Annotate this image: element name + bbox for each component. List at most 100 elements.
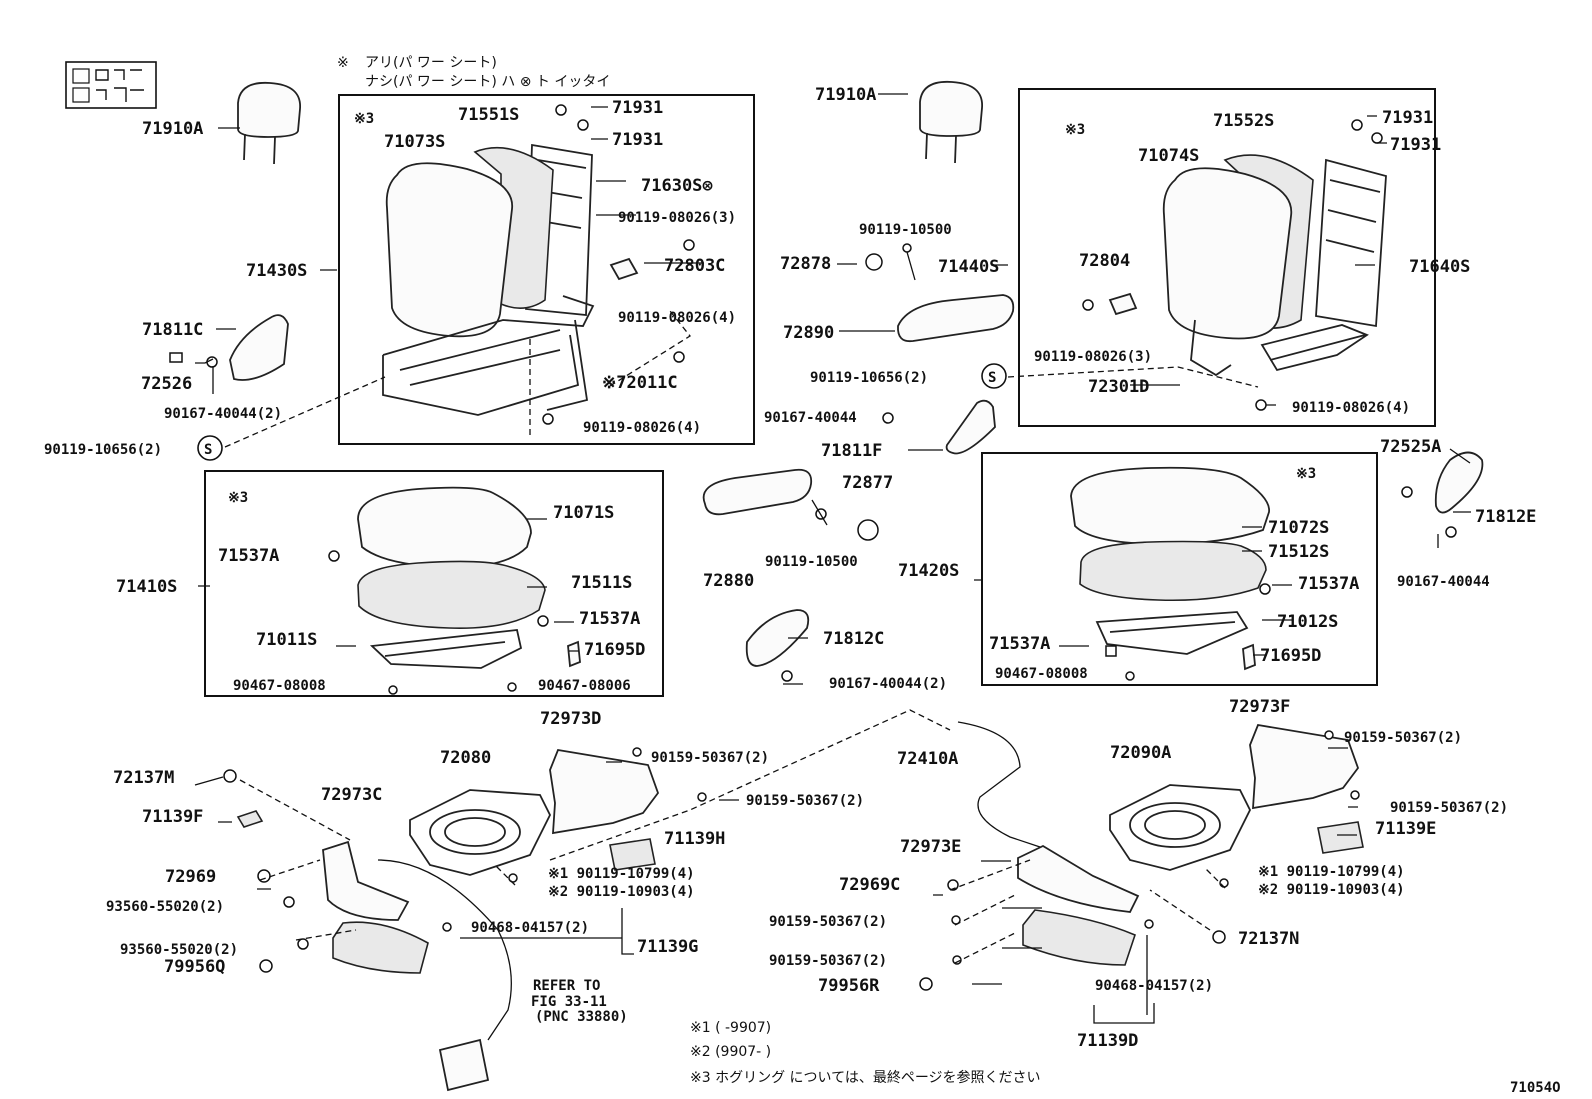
callout-90468-04157-2-b: 90468-04157(2) xyxy=(1095,978,1213,994)
callout-71073S: 71073S xyxy=(384,132,445,152)
headrest-right xyxy=(919,80,983,164)
callout-72080: 72080 xyxy=(440,748,491,768)
callout-71139E: 71139E xyxy=(1375,819,1436,839)
callout-90119-10903-4-a: ※2 90119-10903(4) xyxy=(548,884,695,900)
header-note-line1: アリ(パ ワー シート) xyxy=(365,55,497,71)
seatback-assembly-right xyxy=(1162,154,1387,377)
cover-71139D xyxy=(1022,909,1136,966)
callout-72973C: 72973C xyxy=(321,785,382,805)
cover-71139E xyxy=(1317,821,1364,854)
callout-72969: 72969 xyxy=(165,867,216,887)
connector-icon xyxy=(438,1038,490,1092)
recliner-cover-71811F xyxy=(945,399,996,455)
callout-72525A: 72525A xyxy=(1380,437,1441,457)
callout-71537A-a: 71537A xyxy=(218,546,279,566)
s-symbol-left-icon: S xyxy=(197,435,223,461)
mark3-b: ※3 xyxy=(1065,122,1085,138)
callout-90119-10500-b: 90119-10500 xyxy=(765,554,858,570)
callout-72803C: 72803C xyxy=(664,256,725,276)
callout-79956Q: 79956Q xyxy=(164,957,225,977)
callout-79956R: 79956R xyxy=(818,976,880,996)
callout-90119-08026-4-b: 90119-08026(4) xyxy=(583,420,701,436)
left-seatback-group-box xyxy=(338,94,755,445)
callout-72090A: 72090A xyxy=(1110,743,1171,763)
callout-90119-08026-3-a: 90119-08026(3) xyxy=(618,210,736,226)
seat-track-assembly-72080 xyxy=(409,789,552,876)
callout-71551S: 71551S xyxy=(458,105,519,125)
callout-71910A-left: 71910A xyxy=(142,119,203,139)
callout-71410S: 71410S xyxy=(116,577,177,597)
callout-72410A: 72410A xyxy=(897,749,958,769)
callout-90119-10656-2-a: 90119-10656(2) xyxy=(44,442,162,458)
callout-72969C: 72969C xyxy=(839,875,900,895)
svg-text:S: S xyxy=(204,442,212,458)
callout-71910A-right: 71910A xyxy=(815,85,876,105)
callout-71072S: 71072S xyxy=(1268,518,1329,538)
callout-72137N: 72137N xyxy=(1238,929,1299,949)
callout-90119-10903-4-b: ※2 90119-10903(4) xyxy=(1258,882,1405,898)
callout-71071S: 71071S xyxy=(553,503,614,523)
callout-90159-50367-2-d: 90159-50367(2) xyxy=(1390,800,1508,816)
callout-71537A-c: 71537A xyxy=(1298,574,1359,594)
callout-90467-08008-a: 90467-08008 xyxy=(233,678,326,694)
callout-72973D: 72973D xyxy=(540,709,601,729)
cover-72973F xyxy=(1249,723,1360,810)
refer-line2: FIG 33-11 xyxy=(531,994,607,1010)
callout-71139D: 71139D xyxy=(1077,1031,1138,1051)
callout-71440S: 71440S xyxy=(938,257,999,277)
leader-lines xyxy=(194,93,1471,1024)
callout-71012S: 71012S xyxy=(1277,612,1338,632)
callout-71139F: 71139F xyxy=(142,807,203,827)
index-thumbnail-icon xyxy=(65,61,157,109)
headrest-left xyxy=(237,81,301,165)
callout-71811F: 71811F xyxy=(821,441,882,461)
cover-71139G xyxy=(332,921,429,974)
callout-90119-10799-4-b: ※1 90119-10799(4) xyxy=(1258,864,1405,880)
callout-90159-50367-2-e: 90159-50367(2) xyxy=(769,914,887,930)
callout-71074S: 71074S xyxy=(1138,146,1199,166)
callout-90119-10500-a: 90119-10500 xyxy=(859,222,952,238)
callout-71931-b: 71931 xyxy=(612,130,663,150)
callout-90119-08026-3-b: 90119-08026(3) xyxy=(1034,349,1152,365)
callout-72973F: 72973F xyxy=(1229,697,1290,717)
callout-71011S: 71011S xyxy=(256,630,317,650)
footnote-3: ※3 ホグリング については、最終ページを参照ください xyxy=(690,1069,1041,1086)
recliner-cover-71811C xyxy=(229,314,289,381)
cover-71139H xyxy=(609,838,656,871)
callout-71931-a: 71931 xyxy=(612,98,663,118)
footnote-2: ※2 (9907- ) xyxy=(690,1044,771,1060)
callout-90167-40044-a: 90167-40044 xyxy=(764,410,857,426)
seat-cushion-left xyxy=(357,486,546,669)
callout-72877: 72877 xyxy=(842,473,893,493)
callout-72137M: 72137M xyxy=(113,768,174,788)
seat-track-assembly-72090A xyxy=(1109,784,1252,871)
callout-71139G: 71139G xyxy=(637,937,698,957)
wire-harness xyxy=(377,859,512,1041)
footnote-1: ※1 ( -9907) xyxy=(690,1020,771,1036)
mark3-a: ※3 xyxy=(354,111,374,127)
callout-90467-08008-b: 90467-08008 xyxy=(995,666,1088,682)
recliner-cover-71812C xyxy=(745,609,810,667)
s-symbol-right-icon: S xyxy=(981,363,1007,389)
callout-72804: 72804 xyxy=(1079,251,1130,271)
callout-90467-08006: 90467-08006 xyxy=(538,678,631,694)
mark3-c: ※3 xyxy=(228,490,248,506)
callout-71812E: 71812E xyxy=(1475,507,1536,527)
callout-71812C: 71812C xyxy=(823,629,884,649)
callout-90159-50367-2-a: 90159-50367(2) xyxy=(651,750,769,766)
callout-90119-08026-4-a: 90119-08026(4) xyxy=(618,310,736,326)
callout-90159-50367-2-c: 90159-50367(2) xyxy=(1344,730,1462,746)
mark3-d: ※3 xyxy=(1296,466,1316,482)
callout-93560-55020-2-a: 93560-55020(2) xyxy=(106,899,224,915)
callout-71430S: 71430S xyxy=(246,261,307,281)
callout-71512S: 71512S xyxy=(1268,542,1329,562)
callout-71695D-a: 71695D xyxy=(584,640,645,660)
callout-90167-40044-b: 90167-40044 xyxy=(1397,574,1490,590)
callout-71640S: 71640S xyxy=(1409,257,1470,277)
cable-72410A xyxy=(957,721,1041,848)
callout-72890: 72890 xyxy=(783,323,834,343)
diagram-id: 71054O xyxy=(1510,1080,1561,1096)
svg-text:S: S xyxy=(988,370,996,386)
callout-71537A-d: 71537A xyxy=(989,634,1050,654)
callout-90159-50367-2-b: 90159-50367(2) xyxy=(746,793,864,809)
